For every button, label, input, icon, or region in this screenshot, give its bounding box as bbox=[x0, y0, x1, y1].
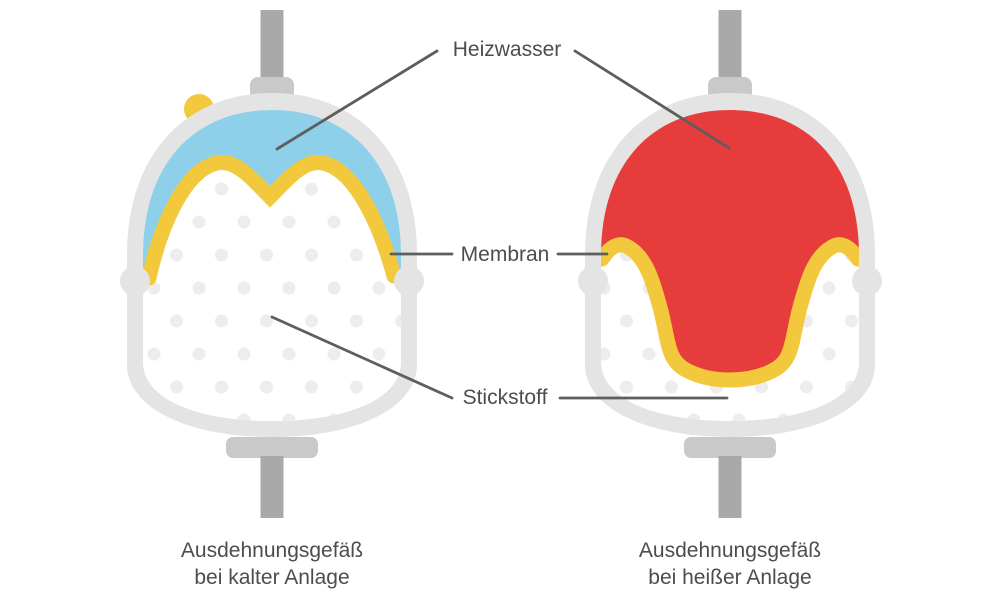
leader-lines bbox=[270, 49, 731, 400]
mounting-lug-right bbox=[394, 266, 424, 296]
mounting-lug-left bbox=[578, 266, 608, 296]
vessel-hot bbox=[578, 10, 882, 518]
bottom-flange bbox=[684, 437, 776, 458]
label-stickstoff: Stickstoff bbox=[462, 386, 548, 409]
label-heizwasser: Heizwasser bbox=[452, 38, 562, 61]
leader-heizwasser-left bbox=[275, 49, 439, 151]
membrane-cold bbox=[143, 155, 401, 286]
bottom-pipe bbox=[718, 456, 742, 518]
mounting-lug-right bbox=[852, 266, 882, 296]
mounting-lug-left bbox=[120, 266, 150, 296]
leader-stickstoff-left bbox=[270, 315, 454, 400]
label-membran: Membran bbox=[460, 243, 550, 266]
nitrogen-dot-pattern bbox=[143, 110, 401, 421]
caption-vessel-cold: Ausdehnungsgefäß bei kalter Anlage bbox=[181, 537, 363, 591]
caption-line: bei heißer Anlage bbox=[648, 566, 812, 589]
bottom-flange bbox=[226, 437, 318, 458]
leader-heizwasser-right bbox=[573, 49, 731, 150]
caption-line: bei kalter Anlage bbox=[194, 566, 350, 589]
caption-line: Ausdehnungsgefäß bbox=[180, 539, 364, 562]
top-pipe bbox=[718, 10, 742, 80]
caption-vessel-hot: Ausdehnungsgefäß bei heißer Anlage bbox=[639, 537, 821, 591]
caption-line: Ausdehnungsgefäß bbox=[638, 539, 822, 562]
membrane-hot bbox=[601, 237, 859, 388]
top-pipe bbox=[260, 10, 284, 80]
bottom-pipe bbox=[260, 456, 284, 518]
